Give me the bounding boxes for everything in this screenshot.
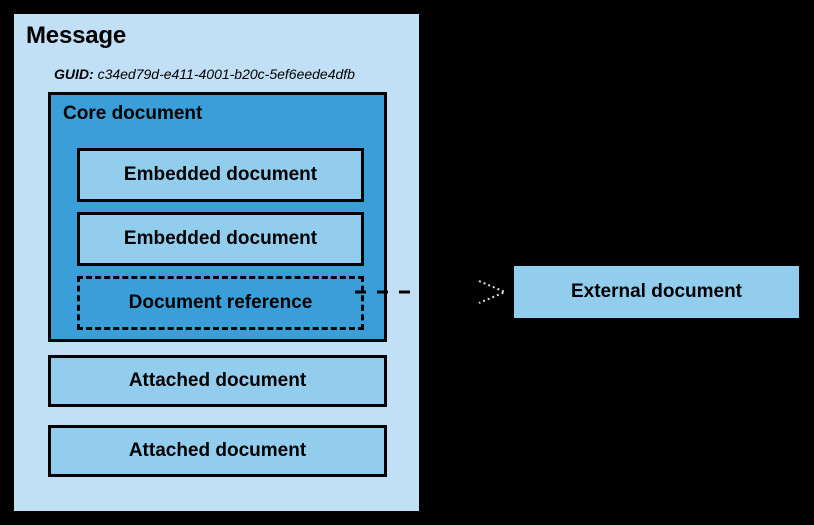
message-panel: Message GUID: c34ed79d-e411-4001-b20c-5e… <box>14 14 419 511</box>
attached-document-box: Attached document <box>48 425 387 477</box>
attached-document-box: Attached document <box>48 355 387 407</box>
external-document-label: External document <box>570 281 743 302</box>
core-document-title: Core document <box>63 103 203 124</box>
embedded-document-label: Embedded document <box>123 164 318 185</box>
guid-label: GUID: <box>54 66 94 82</box>
document-reference-label: Document reference <box>128 292 313 313</box>
attached-document-label: Attached document <box>128 440 307 461</box>
document-reference-box: Document reference <box>77 276 364 330</box>
embedded-document-label: Embedded document <box>123 228 318 249</box>
embedded-document-box: Embedded document <box>77 212 364 266</box>
external-document-box: External document <box>514 266 799 318</box>
connector-arrowhead-icon <box>478 280 508 304</box>
guid-value: c34ed79d-e411-4001-b20c-5ef6eede4dfb <box>97 66 355 82</box>
attached-document-label: Attached document <box>128 370 307 391</box>
embedded-document-box: Embedded document <box>77 148 364 202</box>
message-guid: GUID: c34ed79d-e411-4001-b20c-5ef6eede4d… <box>54 66 355 82</box>
core-document-container: Core document Embedded document Embedded… <box>48 92 387 342</box>
message-title: Message <box>26 22 126 49</box>
